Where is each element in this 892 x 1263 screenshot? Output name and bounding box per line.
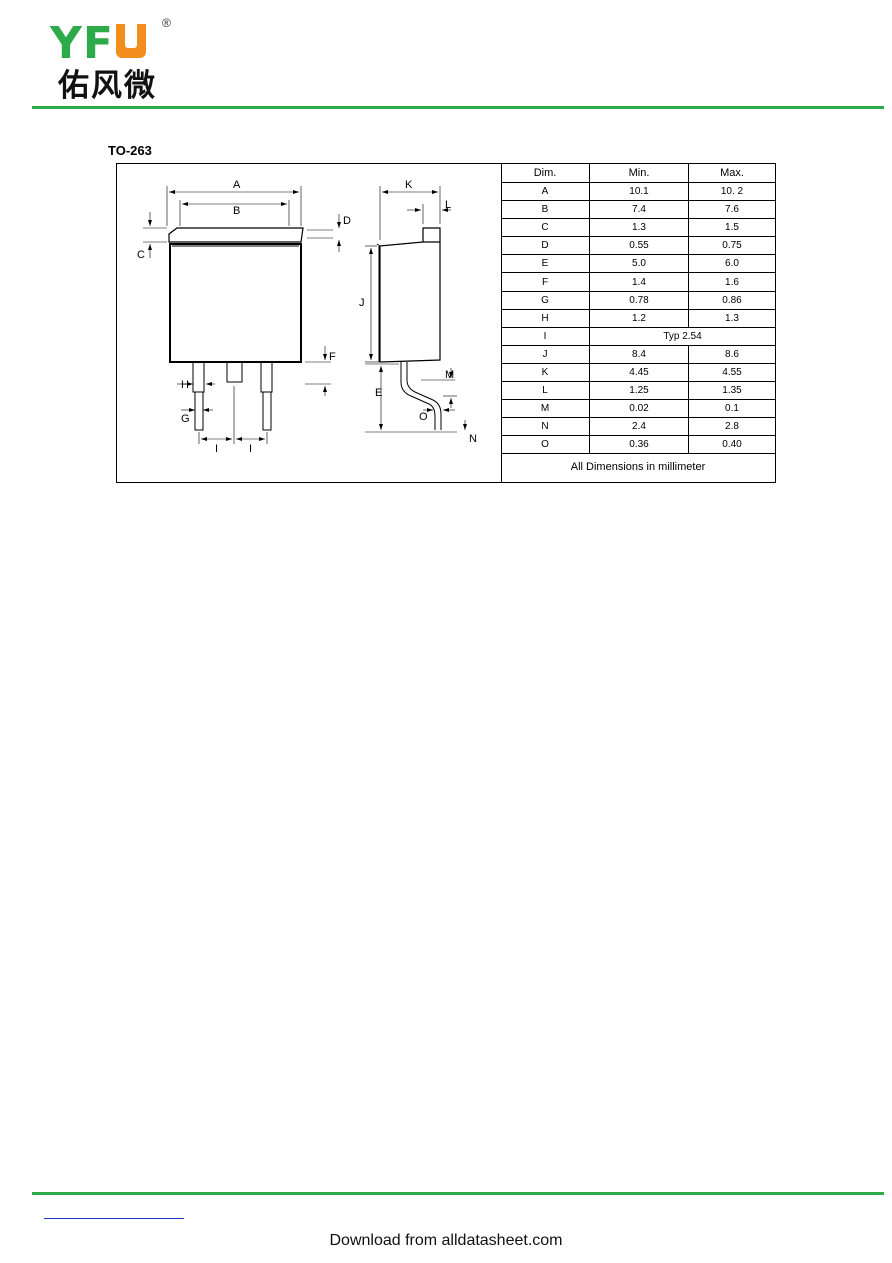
- download-notice: Download from alldatasheet.com: [329, 1232, 563, 1249]
- cell-min: 0.36: [589, 435, 689, 455]
- cell-max: 1.35: [688, 381, 775, 401]
- label-F: F: [329, 351, 336, 363]
- label-M: M: [445, 369, 454, 381]
- label-L: L: [445, 199, 451, 211]
- cell-dim: G: [501, 290, 590, 310]
- label-G: G: [181, 413, 190, 425]
- label-B: B: [233, 205, 240, 217]
- package-drawing: A B C D F H G I I K L J E M O N: [137, 164, 502, 482]
- cell-dim: L: [501, 381, 590, 401]
- label-E: E: [375, 387, 382, 399]
- cell-max: 1.5: [688, 218, 775, 238]
- label-K: K: [405, 179, 413, 191]
- cell-max: 7.6: [688, 200, 775, 220]
- cell-max: 8.6: [688, 344, 775, 364]
- cell-min: 10.1: [589, 181, 689, 202]
- label-J: J: [359, 297, 365, 309]
- cell-dim: E: [501, 254, 590, 274]
- cell-min: 0.02: [589, 399, 689, 419]
- label-O: O: [419, 411, 428, 423]
- label-N: N: [469, 433, 477, 445]
- package-title: TO-263: [108, 143, 152, 158]
- cell-min: 0.78: [589, 290, 689, 310]
- registered-mark: ®: [162, 16, 171, 30]
- header-dim: Dim.: [501, 164, 590, 183]
- cell-dim: O: [501, 435, 590, 455]
- cell-min: 7.4: [589, 200, 689, 220]
- logo-u-mark: [114, 22, 148, 60]
- header-max: Max.: [688, 164, 775, 183]
- cell-min: 1.4: [589, 272, 689, 292]
- footer-link-underline[interactable]: [44, 1218, 184, 1219]
- cell-dim: M: [501, 399, 590, 419]
- label-I-left: I: [215, 443, 218, 455]
- cell-dim: H: [501, 308, 590, 328]
- cell-min: 1.25: [589, 381, 689, 401]
- cell-max: 6.0: [688, 254, 775, 274]
- cell-min: 8.4: [589, 344, 689, 364]
- label-D: D: [343, 215, 351, 227]
- table-header-row: Dim. Min. Max.: [501, 164, 775, 183]
- label-I-right: I: [249, 443, 252, 455]
- label-A: A: [233, 179, 241, 191]
- label-C: C: [137, 249, 145, 261]
- header-rule: [32, 106, 884, 109]
- cell-max: 0.86: [688, 290, 775, 310]
- table-footer-row: All Dimensions in millimeter: [501, 453, 775, 481]
- cell-dim: I: [501, 326, 590, 346]
- cell-max: 1.3: [688, 308, 775, 328]
- table-footer-note: All Dimensions in millimeter: [501, 453, 775, 481]
- cell-max: 0.75: [688, 236, 775, 256]
- cell-min: 1.3: [589, 218, 689, 238]
- cell-min: 0.55: [589, 236, 689, 256]
- cell-dim: K: [501, 362, 590, 383]
- label-H: H: [181, 379, 189, 391]
- footer-rule: [32, 1192, 884, 1195]
- cell-min: 2.4: [589, 417, 689, 437]
- cell-max: 2.8: [688, 417, 775, 437]
- cell-max: 0.40: [688, 435, 775, 455]
- header-min: Min.: [589, 164, 689, 183]
- cell-dim: D: [501, 236, 590, 256]
- cell-max: 10. 2: [688, 181, 775, 202]
- cell-min: 5.0: [589, 254, 689, 274]
- cell-max: 4.55: [688, 362, 775, 383]
- cell-min: 1.2: [589, 308, 689, 328]
- cell-typical: Typ 2.54: [589, 326, 775, 346]
- cell-dim: N: [501, 417, 590, 437]
- cell-dim: B: [501, 200, 590, 220]
- cell-dim: C: [501, 218, 590, 238]
- logo-chinese-name: 佑风微: [58, 68, 157, 104]
- cell-max: 1.6: [688, 272, 775, 292]
- cell-max: 0.1: [688, 399, 775, 419]
- package-panel: A B C D F H G I I K L J E M O N Dim. Min…: [116, 163, 776, 483]
- brand-logo: YF ® 佑风微: [50, 16, 180, 106]
- cell-dim: J: [501, 344, 590, 364]
- cell-dim: A: [501, 181, 590, 202]
- logo-letters: YF: [50, 20, 148, 66]
- cell-dim: F: [501, 272, 590, 292]
- cell-min: 4.45: [589, 362, 689, 383]
